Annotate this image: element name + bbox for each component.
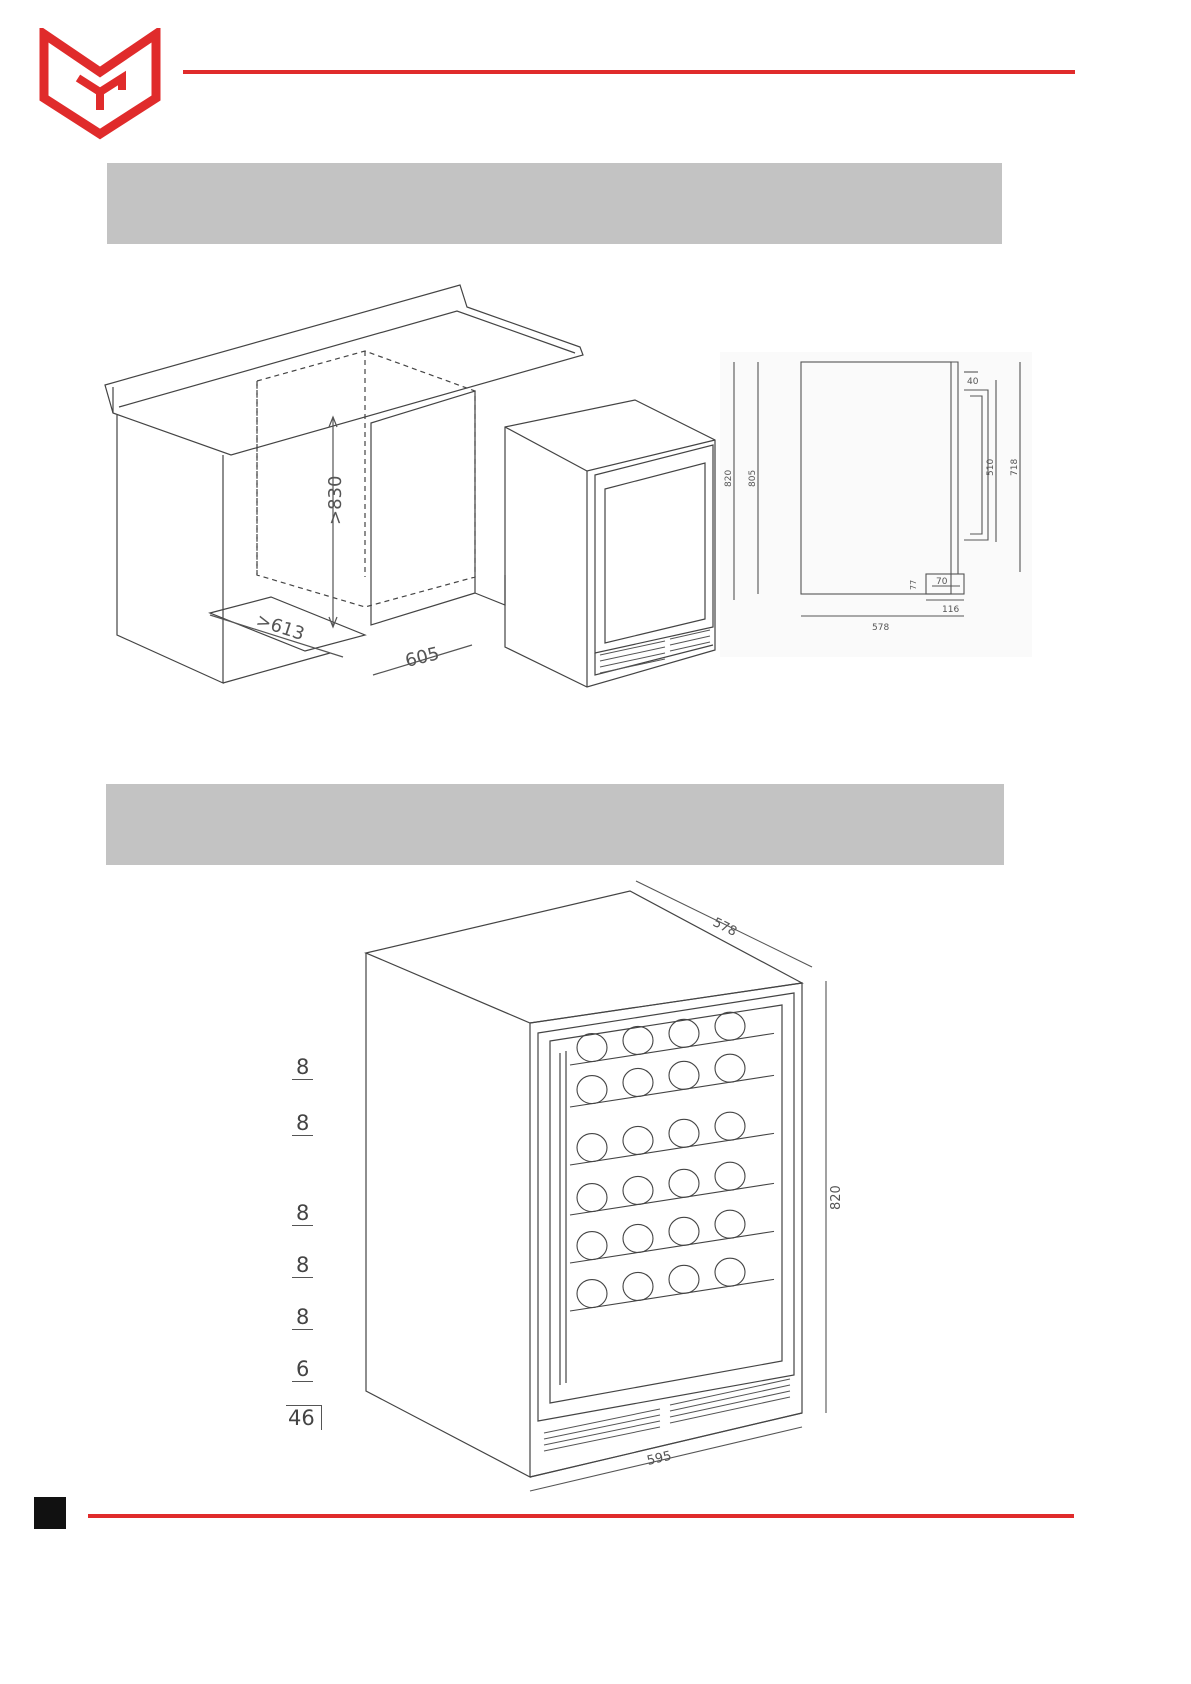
cabinet-height-label: >830 xyxy=(325,476,346,525)
bottle-end xyxy=(714,1011,746,1041)
bottle-end xyxy=(576,1033,608,1063)
bottle-end xyxy=(668,1118,700,1148)
brand-shield-logo-icon xyxy=(39,25,161,140)
bottle-end xyxy=(714,1209,746,1239)
shelf-capacity-2: 8 xyxy=(292,1111,314,1136)
shelf-capacity-3: 8 xyxy=(292,1201,314,1226)
bottle-end xyxy=(576,1133,608,1163)
shelf-capacity-5: 8 xyxy=(292,1305,314,1330)
bottle-end xyxy=(622,1175,654,1206)
bottle-end xyxy=(576,1183,608,1213)
bottle-end xyxy=(668,1264,700,1294)
bottle-end xyxy=(714,1111,746,1141)
side-elevation-drawing: 820 805 40 510 718 77 70 116 578 xyxy=(720,352,1032,657)
bottle-end xyxy=(622,1125,654,1156)
side-body-depth-label: 578 xyxy=(872,623,889,633)
total-capacity: 46 xyxy=(286,1405,322,1430)
bottle-end xyxy=(622,1223,654,1254)
shelf-capacity-4: 8 xyxy=(292,1253,314,1278)
page-marker xyxy=(34,1497,66,1529)
footer-rule xyxy=(88,1514,1074,1518)
product-width-label: 595 xyxy=(646,1449,674,1469)
cabinet-depth-label: >613 xyxy=(253,610,307,645)
bottle-end xyxy=(622,1067,654,1098)
installation-drawing: >830 >613 605 xyxy=(104,284,716,688)
shelf-line xyxy=(569,1278,775,1312)
cabinet-width-label: 605 xyxy=(403,643,441,672)
side-height-total-label: 820 xyxy=(724,470,734,487)
product-height-label: 820 xyxy=(829,1185,844,1210)
brand-logo xyxy=(38,25,162,140)
shelf-capacity-1: 8 xyxy=(292,1055,314,1080)
shelf-line xyxy=(569,1230,775,1264)
bottle-end xyxy=(668,1018,700,1048)
header-rule xyxy=(183,70,1075,74)
bottle-end xyxy=(714,1053,746,1083)
bottle-end xyxy=(714,1161,746,1191)
shelf-capacity-6: 6 xyxy=(292,1357,314,1382)
side-door-offset-label: 40 xyxy=(967,377,979,387)
bottle-end xyxy=(668,1168,700,1198)
side-door-depth-label: 116 xyxy=(942,605,959,615)
side-plinth-depth-label: 70 xyxy=(936,577,948,587)
section-bar-installation xyxy=(107,163,1002,244)
bottle-end xyxy=(622,1271,654,1302)
bottle-end xyxy=(576,1279,608,1309)
section-bar-dimensions xyxy=(106,784,1004,865)
side-height-body-label: 805 xyxy=(748,470,758,487)
bottle-end xyxy=(576,1231,608,1261)
bottle-end xyxy=(668,1216,700,1246)
shelf-capacity-list: 8 8 8 8 8 6 46 xyxy=(286,1055,326,1435)
bottle-end xyxy=(622,1025,654,1056)
shelf-line xyxy=(569,1182,775,1216)
bottle-end xyxy=(576,1075,608,1105)
bottle-end xyxy=(668,1060,700,1090)
bottle-end xyxy=(714,1257,746,1287)
product-dimension-drawing: 578 820 595 xyxy=(364,880,844,1492)
shelf-line xyxy=(569,1074,775,1108)
shelf-line xyxy=(569,1032,775,1066)
side-door-height-label: 718 xyxy=(1010,459,1020,476)
side-handle-length-label: 510 xyxy=(986,459,996,476)
shelf-line xyxy=(569,1132,775,1166)
side-plinth-height-label: 77 xyxy=(909,580,918,590)
